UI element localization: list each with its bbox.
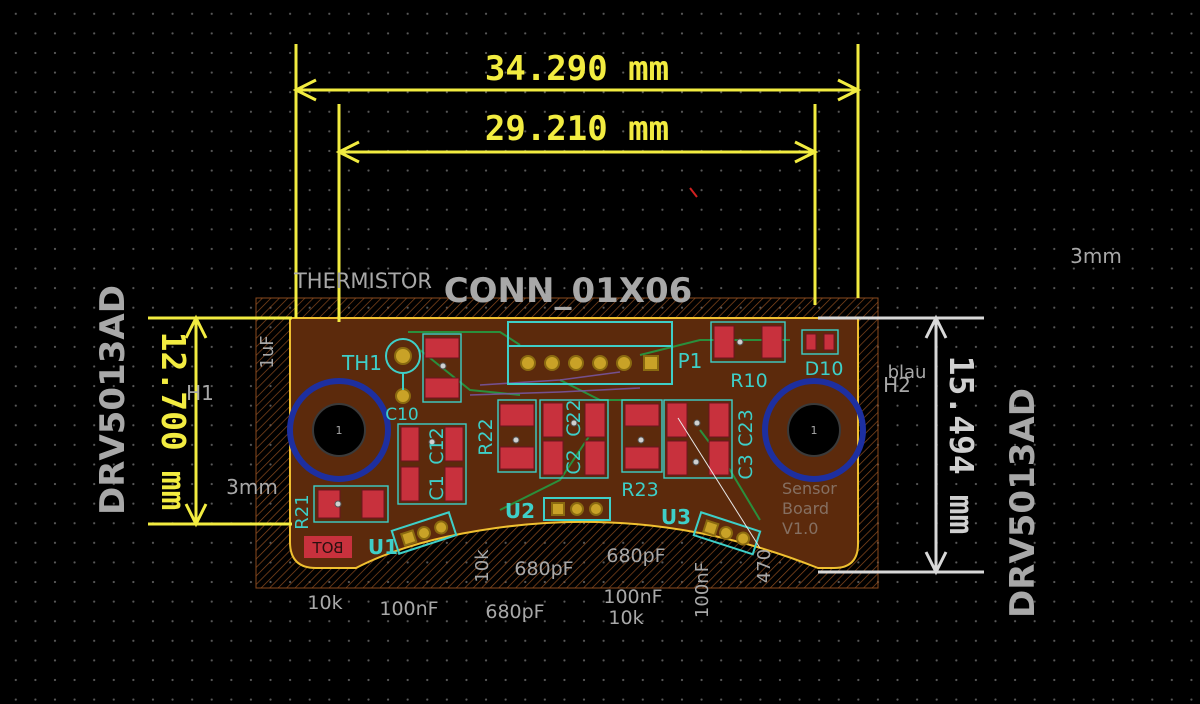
- thermistor-th1[interactable]: [385, 338, 421, 404]
- sensor-u3[interactable]: [692, 511, 762, 556]
- ref-c2: C2: [563, 449, 585, 474]
- ref-r10: R10: [730, 370, 767, 392]
- value-680pf: 680pF: [485, 601, 544, 623]
- value-100nf: 100nF: [692, 562, 713, 618]
- h1-label: H1: [186, 381, 214, 405]
- ref-r21: R21: [292, 494, 313, 529]
- connector-p1[interactable]: [507, 321, 673, 385]
- thermistor-value-label: THERMISTOR: [293, 269, 432, 293]
- blau-label: blau: [888, 362, 927, 383]
- value-10k: 10k: [608, 607, 643, 629]
- three-mm-left-label: 3mm: [226, 475, 278, 499]
- dimension-inner-width[interactable]: [335, 104, 819, 322]
- ratsnest-line: [689, 187, 698, 198]
- ratsnest-line: [677, 417, 761, 549]
- value-470: 470: [754, 549, 775, 583]
- bottom-layer-marker: BOT: [304, 536, 352, 558]
- pad-number: 1: [811, 424, 818, 437]
- svg-text:Sensor: Sensor: [782, 479, 837, 498]
- back-traces: [469, 371, 641, 396]
- value-100nf: 100nF: [379, 598, 438, 620]
- drv-left-label: DRV5013AD: [93, 285, 133, 515]
- dimension-left-height-label: 12.700 mm: [154, 332, 193, 511]
- ref-u3: U3: [661, 505, 691, 529]
- ref-u2: U2: [505, 499, 535, 523]
- dimension-inner-width-label: 29.210 mm: [485, 109, 669, 149]
- dimension-left-height[interactable]: [148, 314, 292, 528]
- drv-right-label: DRV5013AD: [1003, 388, 1043, 618]
- vias: [334, 338, 744, 508]
- ref-c3: C3: [735, 454, 757, 479]
- ref-c10: C10: [385, 405, 419, 425]
- svg-text:V1.0: V1.0: [782, 519, 818, 538]
- ref-p1: P1: [678, 349, 703, 373]
- ref-th1: TH1: [341, 351, 382, 375]
- board-version-label: Sensor Board V1.0: [782, 479, 837, 538]
- sensor-u1[interactable]: [390, 511, 458, 555]
- value-680pf: 680pF: [606, 545, 665, 567]
- value-10k: 10k: [307, 592, 342, 614]
- svg-text:Board: Board: [782, 499, 829, 518]
- ref-u1: U1: [368, 535, 398, 559]
- dimension-outer-width[interactable]: [292, 44, 862, 318]
- conn-value-label: CONN_01X06: [444, 271, 693, 311]
- smd-pads: [317, 325, 835, 519]
- value-10k: 10k: [472, 549, 493, 583]
- mounting-hole-left[interactable]: 1: [287, 378, 391, 482]
- sensor-u2[interactable]: [543, 497, 611, 521]
- ref-d10: D10: [805, 358, 844, 380]
- pad-number: 1: [336, 424, 343, 437]
- dimension-outer-width-label: 34.290 mm: [485, 49, 669, 89]
- mounting-hole-right[interactable]: 1: [762, 378, 866, 482]
- bot-label: BOT: [312, 539, 344, 557]
- ref-c1: C1: [426, 475, 448, 500]
- ref-r23: R23: [621, 479, 658, 501]
- ref-c23: C23: [735, 409, 757, 446]
- component-outlines: [313, 321, 839, 523]
- three-mm-right-label: 3mm: [1070, 244, 1122, 268]
- one-uf-label: 1uF: [257, 335, 278, 368]
- ref-r22: R22: [475, 418, 497, 455]
- dimension-right-height[interactable]: [818, 314, 984, 576]
- dimension-right-height-label: 15.494 mm: [942, 356, 981, 535]
- value-680pf: 680pF: [514, 558, 573, 580]
- ref-c12: C12: [426, 427, 448, 464]
- h2-label: H2: [883, 373, 911, 397]
- value-100nf: 100nF: [603, 586, 662, 608]
- ref-c22: C22: [563, 399, 585, 436]
